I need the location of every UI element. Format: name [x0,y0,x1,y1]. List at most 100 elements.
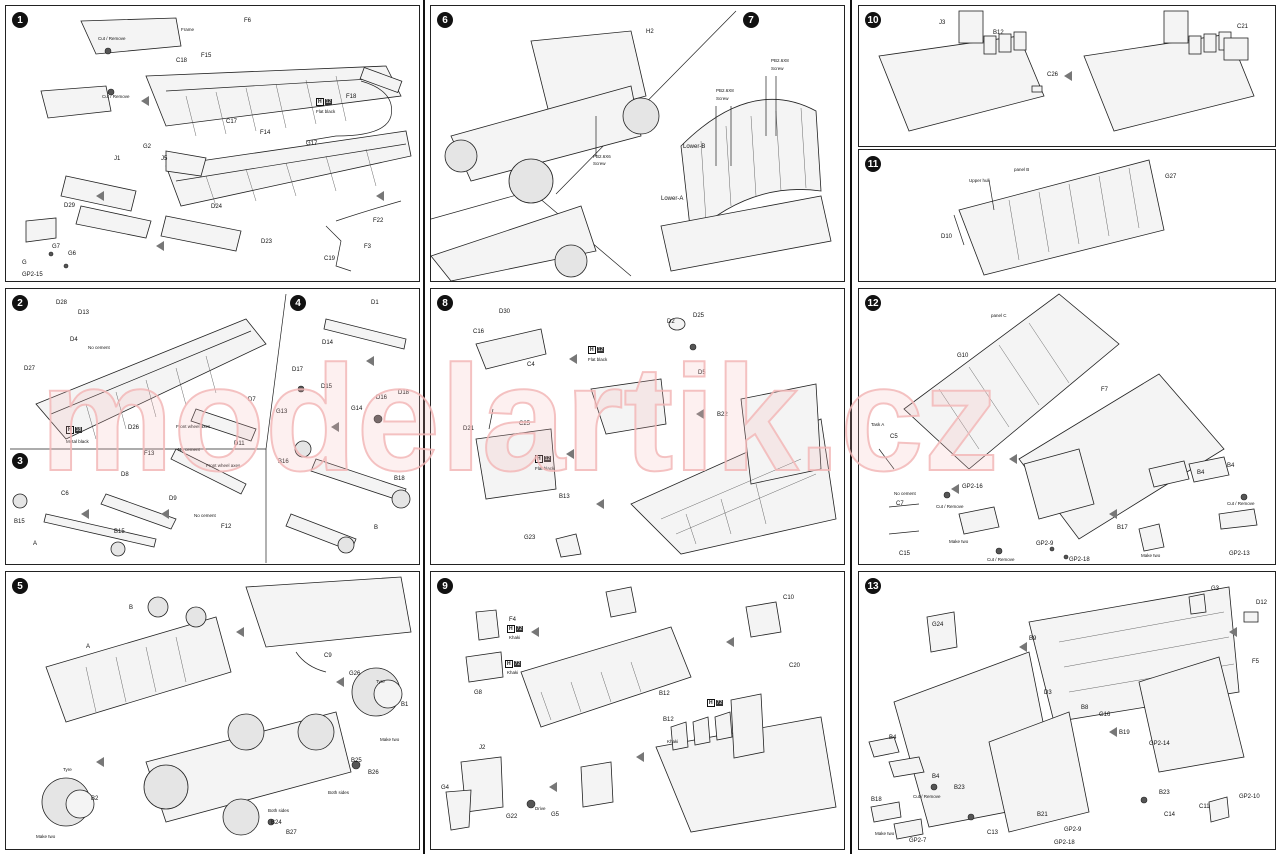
part-label: GP2-10 [1239,794,1260,800]
part-label: C10 [783,595,795,601]
assembly-note: Front wheel axes [206,463,241,468]
part-label: D24 [211,204,223,210]
step-panel-5: 5 B A C9 G26 Tyre B1 Make two Tyre B2 Ma… [5,571,420,850]
part-label: J2 [479,745,486,751]
frame-assembly-diagram [25,17,412,272]
part-label: C20 [789,663,801,669]
part-label: G5 [551,812,560,818]
step-panel-1: 1 Frame Cut / Remove Cut / Remove F6 F15… [5,5,420,282]
task-note: Task A [871,422,885,427]
part-label: D8 [121,472,129,478]
part-label: D27 [24,366,36,372]
part-label: G16 [1099,712,1111,718]
screw-note: Screw [593,161,606,166]
part-label: H2 [646,29,654,35]
cut-remove-note: Cut / Remove [936,504,964,509]
part-label: C7 [896,501,904,507]
part-label: D29 [64,203,76,209]
cut-remove-note: Cut / Remove [913,794,941,799]
interior-floor-diagram [475,317,837,558]
part-label: B23 [954,785,965,791]
callout-a: A [86,644,91,650]
part-label: G24 [932,622,944,628]
part-label: G8 [474,690,483,696]
cut-remove-note: Cut / Remove [1227,501,1255,506]
quantity-note: Make two [949,539,969,544]
chassis-wheels-diagram [41,576,412,836]
part-label: D7 [248,397,256,403]
cement-note: No cement [178,447,200,452]
paint-note: Khaki [509,635,521,640]
step-number-badge: 8 [437,295,453,311]
part-label: C9 [324,653,332,659]
part-label: D13 [78,310,90,316]
step-number-badge: 5 [12,578,28,594]
part-label: GP2-15 [22,272,43,278]
part-label: F22 [373,218,384,224]
part-label: B16 [278,459,289,465]
part-label: G17 [306,141,318,147]
upper-hull-note: Upper hull [969,178,990,183]
part-label: G10 [957,353,969,359]
part-label: D21 [463,426,475,432]
step-panel-10: 10 J3 B12 C26 C21 [858,5,1276,147]
part-label: D9 [169,496,177,502]
part-label: D25 [693,313,705,319]
part-label: D16 [376,395,388,401]
step-panel-13: 13 G24 G3 D12 F5 B9 D3 B8 G16 B19 GP2-14… [858,571,1276,850]
step-number-badge: 10 [865,12,881,28]
part-label: G27 [1165,174,1177,180]
part-label: B4 [1227,463,1235,469]
part-label: B2 [91,796,99,802]
callout-a: A [33,541,38,547]
part-label: D15 [321,384,333,390]
part-label: B23 [1159,790,1170,796]
part-label: C15 [899,551,911,557]
part-label: C13 [987,830,999,836]
part-label: G23 [524,535,536,541]
part-label: B12 [659,691,670,697]
cement-note: No cement [88,345,110,350]
part-label: B15 [14,519,25,525]
part-label: D2 [667,319,675,325]
part-label: C14 [1164,812,1176,818]
part-label: B26 [368,770,379,776]
part-label: F18 [346,94,357,100]
part-label: F6 [244,18,252,24]
paint-note: Khaki [667,739,679,744]
step-panel-6-7: 6 7 H2 PB2.6X6 Screw PB2.6X8 Screw PB2.6… [430,5,845,282]
frame-note: Frame [181,27,195,32]
part-label: B4 [1197,470,1205,476]
part-label: C11 [1199,804,1210,810]
part-label: Lower-B [683,144,706,150]
quantity-note: Make two [1141,553,1161,558]
part-label: D5 [698,370,706,376]
cement-note: No cement [194,513,216,518]
part-label: G26 [349,671,361,677]
part-label: C25 [519,421,531,427]
part-label: D23 [261,239,273,245]
part-label: J5 [161,156,168,162]
part-label: B21 [1037,812,1048,818]
part-label: B18 [871,797,882,803]
callout-b: B [374,525,379,531]
part-label: D18 [398,390,410,396]
part-label: F13 [144,451,155,457]
part-label: B24 [271,820,282,826]
part-label: C5 [890,434,898,440]
part-label: B4 [932,774,940,780]
cut-remove-note: Cut / Remove [98,36,126,41]
part-label: B9 [1029,636,1037,642]
part-label: F12 [221,524,232,530]
paint-note: Flat black [588,357,608,362]
part-label: D12 [1256,600,1268,606]
step-number-badge: 1 [12,12,28,28]
step-number-badge: 13 [865,578,881,594]
part-label: J3 [939,20,946,26]
part-label: D4 [70,337,78,343]
part-label: B8 [1081,705,1089,711]
